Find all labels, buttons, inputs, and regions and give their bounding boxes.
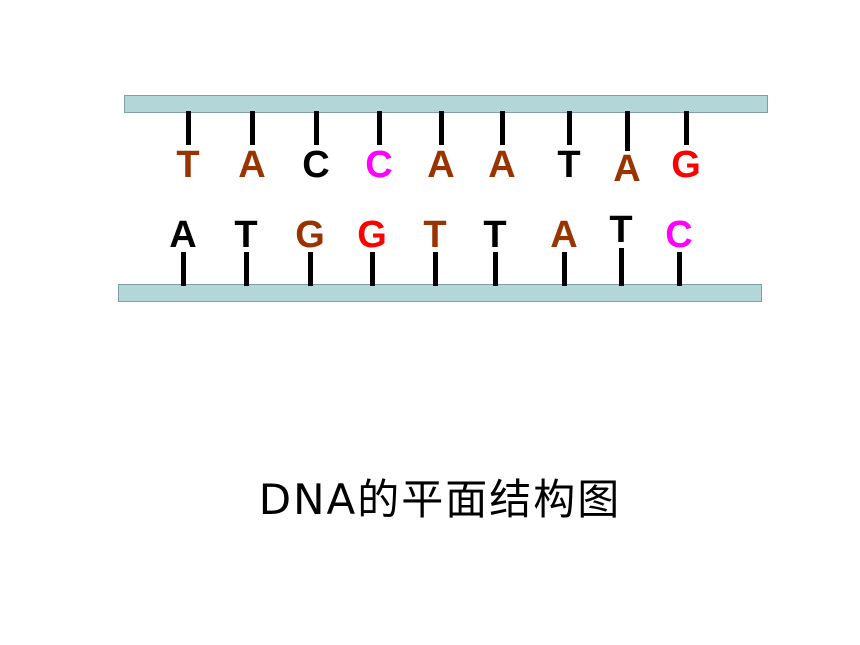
top-base-a: A — [488, 144, 516, 186]
bottom-bond-stick — [562, 252, 567, 286]
bottom-bond-stick — [677, 252, 682, 286]
top-bond-stick — [567, 111, 572, 145]
top-base-t: T — [176, 144, 200, 186]
diagram-caption: DNA的平面结构图 — [258, 475, 622, 524]
top-bond-stick — [500, 111, 505, 145]
top-bond-stick — [186, 111, 191, 145]
bottom-base-t: T — [483, 214, 507, 256]
bottom-bond-stick — [619, 248, 624, 286]
top-backbone-strand — [124, 95, 768, 113]
bottom-bond-stick — [370, 252, 375, 286]
top-base-g: G — [671, 144, 701, 186]
bottom-base-g: G — [295, 214, 325, 256]
bottom-bond-stick — [181, 252, 186, 286]
top-base-a: A — [427, 144, 455, 186]
bottom-bond-stick — [493, 252, 498, 286]
top-base-c: C — [302, 144, 330, 186]
bottom-base-c: C — [665, 214, 693, 256]
top-bond-stick — [684, 111, 689, 145]
bottom-bond-stick — [244, 252, 249, 286]
bottom-bond-stick — [433, 252, 438, 286]
top-bond-stick — [314, 111, 319, 145]
bottom-base-a: A — [550, 214, 578, 256]
bottom-base-t: T — [609, 209, 633, 251]
top-bond-stick — [625, 111, 630, 151]
top-base-a: A — [613, 148, 641, 190]
bottom-backbone-strand — [118, 284, 762, 302]
top-bond-stick — [250, 111, 255, 145]
bottom-base-t: T — [423, 214, 447, 256]
bottom-base-t: T — [234, 214, 258, 256]
top-bond-stick — [377, 111, 382, 145]
top-base-c: C — [365, 144, 393, 186]
bottom-bond-stick — [308, 252, 313, 286]
top-base-t: T — [557, 144, 581, 186]
bottom-base-a: A — [169, 214, 197, 256]
bottom-base-g: G — [357, 214, 387, 256]
top-base-a: A — [238, 144, 266, 186]
top-bond-stick — [439, 111, 444, 145]
